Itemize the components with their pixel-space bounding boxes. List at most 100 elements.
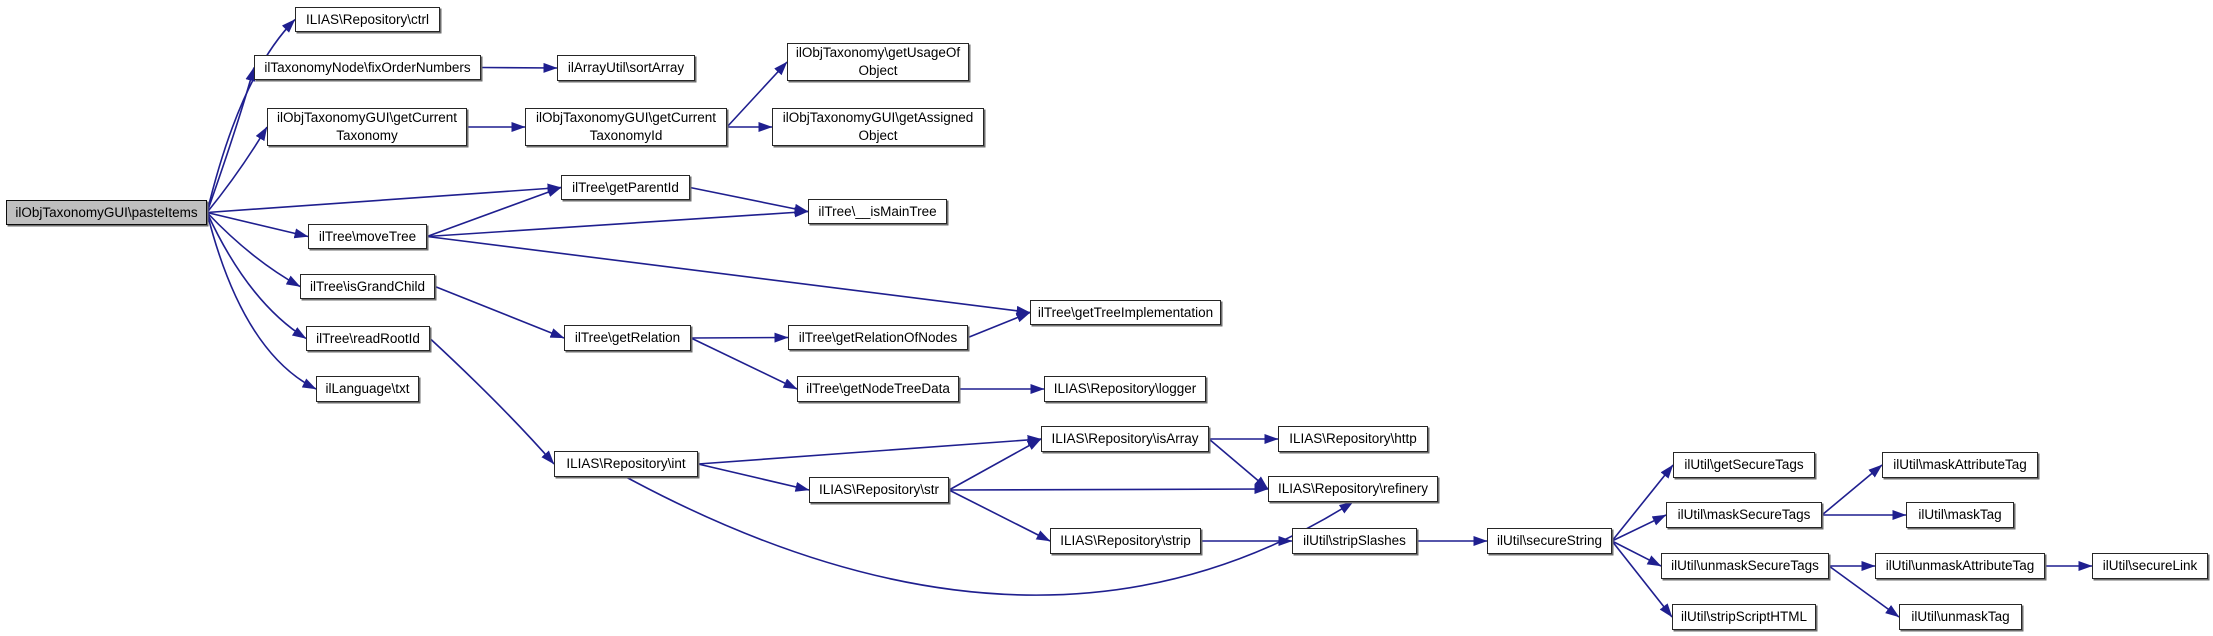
node-label: ILIAS\Repository\str <box>818 482 940 498</box>
node-label: ILIAS\Repository\strip <box>1060 533 1191 549</box>
node-getTreeImplementation[interactable]: ilTree\getTreeImplementation <box>1030 300 1221 325</box>
node-label: ILIAS\Repository\ctrl <box>305 11 430 27</box>
node-label: ILIAS\Repository\logger <box>1053 381 1197 397</box>
node-label: ilObjTaxonomy\getUsageOf <box>795 45 961 61</box>
node-moveTree[interactable]: ilTree\moveTree <box>308 224 427 249</box>
edge-getRelation-getNodeTreeData <box>690 337 798 390</box>
node-secureString[interactable]: ilUtil\secureString <box>1487 528 1612 554</box>
edge-pasteItems-txt <box>206 212 317 390</box>
edge-fixOrderNumbers-sortArray <box>480 62 558 73</box>
node-getSecureTags[interactable]: ilUtil\getSecureTags <box>1673 452 1815 478</box>
node-label: ilObjTaxonomyGUI\pasteItems <box>15 204 198 220</box>
node-label: ILIAS\Repository\int <box>566 456 686 472</box>
edge-pasteItems-getCurrentTaxonomy <box>206 126 268 214</box>
node-label: ilUtil\stripScriptHTML <box>1680 609 1807 625</box>
node-label: ilUtil\getSecureTags <box>1684 457 1804 473</box>
edge-int-refinery <box>625 476 1354 596</box>
edge-pasteItems-isGrandChild <box>206 211 301 288</box>
edge-unmaskSecureTags-unmaskTag <box>1828 565 1900 618</box>
node-http[interactable]: ILIAS\Repository\http <box>1278 426 1428 452</box>
node-label: ilObjTaxonomyGUI\getCurrent <box>535 110 717 126</box>
node-label: TaxonomyId <box>589 128 663 143</box>
node-label: ilUtil\unmaskSecureTags <box>1671 558 1819 574</box>
edge-moveTree-getTreeImplementation <box>426 235 1031 316</box>
node-unmaskSecureTags[interactable]: ilUtil\unmaskSecureTags <box>1661 553 1829 579</box>
edge-getRelationOfNodes-getTreeImplementation <box>967 311 1031 339</box>
node-label: ilTaxonomyNode\fixOrderNumbers <box>264 59 471 75</box>
node-pasteItems[interactable]: ilObjTaxonomyGUI\pasteItems <box>6 200 207 225</box>
edge-pasteItems-getParentId <box>206 183 562 214</box>
edge-getCurrentTaxonomyId-getUsageOfObject <box>726 61 788 128</box>
node-ctrl[interactable]: ILIAS\Repository\ctrl <box>295 7 440 32</box>
node-label: ilUtil\secureLink <box>2102 558 2198 574</box>
node-label: ilTree\getParentId <box>572 179 679 195</box>
edge-isGrandChild-getRelation <box>434 285 565 339</box>
node-str[interactable]: ILIAS\Repository\str <box>809 477 949 503</box>
node-maskSecureTags[interactable]: ilUtil\maskSecureTags <box>1666 502 1822 528</box>
node-maskTag[interactable]: ilUtil\maskTag <box>1906 502 2014 528</box>
node-label: Object <box>858 128 898 143</box>
node-unmaskAttributeTag[interactable]: ilUtil\unmaskAttributeTag <box>1875 553 2045 579</box>
node-label: ilTree\getRelationOfNodes <box>798 329 958 345</box>
node-getRelation[interactable]: ilTree\getRelation <box>564 325 691 351</box>
edge-pasteItems-readRootId <box>206 212 307 340</box>
node-label: ilTree\getNodeTreeData <box>806 381 950 397</box>
node-stripScriptHTML[interactable]: ilUtil\stripScriptHTML <box>1672 604 1816 630</box>
node-label: ILIAS\Repository\isArray <box>1051 431 1199 447</box>
edge-getParentId-isMainTree <box>689 186 809 214</box>
node-label: Object <box>858 63 898 78</box>
edge-readRootId-int <box>429 337 555 465</box>
node-label: ilUtil\maskTag <box>1918 507 2002 523</box>
node-int[interactable]: ILIAS\Repository\int <box>554 451 698 477</box>
edge-moveTree-getParentId <box>426 186 562 238</box>
node-label: ilTree\moveTree <box>318 228 417 244</box>
node-isMainTree[interactable]: ilTree\__isMainTree <box>808 199 947 224</box>
node-isArray[interactable]: ILIAS\Repository\isArray <box>1041 426 1209 452</box>
edge-str-isArray <box>948 438 1042 491</box>
node-getParentId[interactable]: ilTree\getParentId <box>561 175 690 200</box>
node-label: ilObjTaxonomyGUI\getCurrent <box>276 110 458 126</box>
edge-maskSecureTags-maskAttributeTag <box>1821 464 1883 516</box>
node-label: ilObjTaxonomyGUI\getAssigned <box>782 110 974 126</box>
node-maskAttributeTag[interactable]: ilUtil\maskAttributeTag <box>1882 452 2038 478</box>
node-unmaskTag[interactable]: ilUtil\unmaskTag <box>1899 604 2022 630</box>
node-label: ilTree\getTreeImplementation <box>1037 304 1214 320</box>
node-refinery[interactable]: ILIAS\Repository\refinery <box>1268 476 1438 502</box>
node-txt[interactable]: ilLanguage\txt <box>316 376 419 402</box>
node-getRelationOfNodes[interactable]: ilTree\getRelationOfNodes <box>788 325 968 350</box>
node-label: ilUtil\unmaskAttributeTag <box>1885 558 2035 574</box>
node-label: ILIAS\Repository\refinery <box>1277 481 1429 497</box>
edge-str-strip <box>948 489 1051 542</box>
node-stripSlashes[interactable]: ilUtil\stripSlashes <box>1292 528 1417 554</box>
node-readRootId[interactable]: ilTree\readRootId <box>306 326 430 351</box>
node-label: ilUtil\maskSecureTags <box>1677 507 1811 523</box>
node-label: ilArrayUtil\sortArray <box>567 60 685 76</box>
node-sortArray[interactable]: ilArrayUtil\sortArray <box>557 55 695 81</box>
edge-int-isArray <box>697 434 1042 465</box>
node-getNodeTreeData[interactable]: ilTree\getNodeTreeData <box>797 376 959 402</box>
node-label: ilTree\getRelation <box>574 330 681 346</box>
edge-secureString-unmaskSecureTags <box>1611 540 1662 567</box>
node-label: ilUtil\maskAttributeTag <box>1893 457 2027 473</box>
node-label: ilLanguage\txt <box>325 381 410 397</box>
edge-str-refinery <box>948 484 1269 495</box>
node-label: ilUtil\unmaskTag <box>1911 609 2010 625</box>
node-label: ilTree\__isMainTree <box>818 203 937 219</box>
edge-getRelation-getRelationOfNodes <box>690 332 789 343</box>
node-isGrandChild[interactable]: ilTree\isGrandChild <box>300 274 435 299</box>
edge-secureString-getSecureTags <box>1611 464 1674 542</box>
node-secureLink[interactable]: ilUtil\secureLink <box>2092 553 2208 579</box>
node-label: ilTree\isGrandChild <box>309 278 426 294</box>
node-logger[interactable]: ILIAS\Repository\logger <box>1044 376 1206 402</box>
edge-pasteItems-moveTree <box>206 211 309 239</box>
node-strip[interactable]: ILIAS\Repository\strip <box>1050 528 1201 554</box>
node-fixOrderNumbers[interactable]: ilTaxonomyNode\fixOrderNumbers <box>254 55 481 80</box>
node-label: ILIAS\Repository\http <box>1289 431 1417 447</box>
edge-group <box>206 18 2093 618</box>
